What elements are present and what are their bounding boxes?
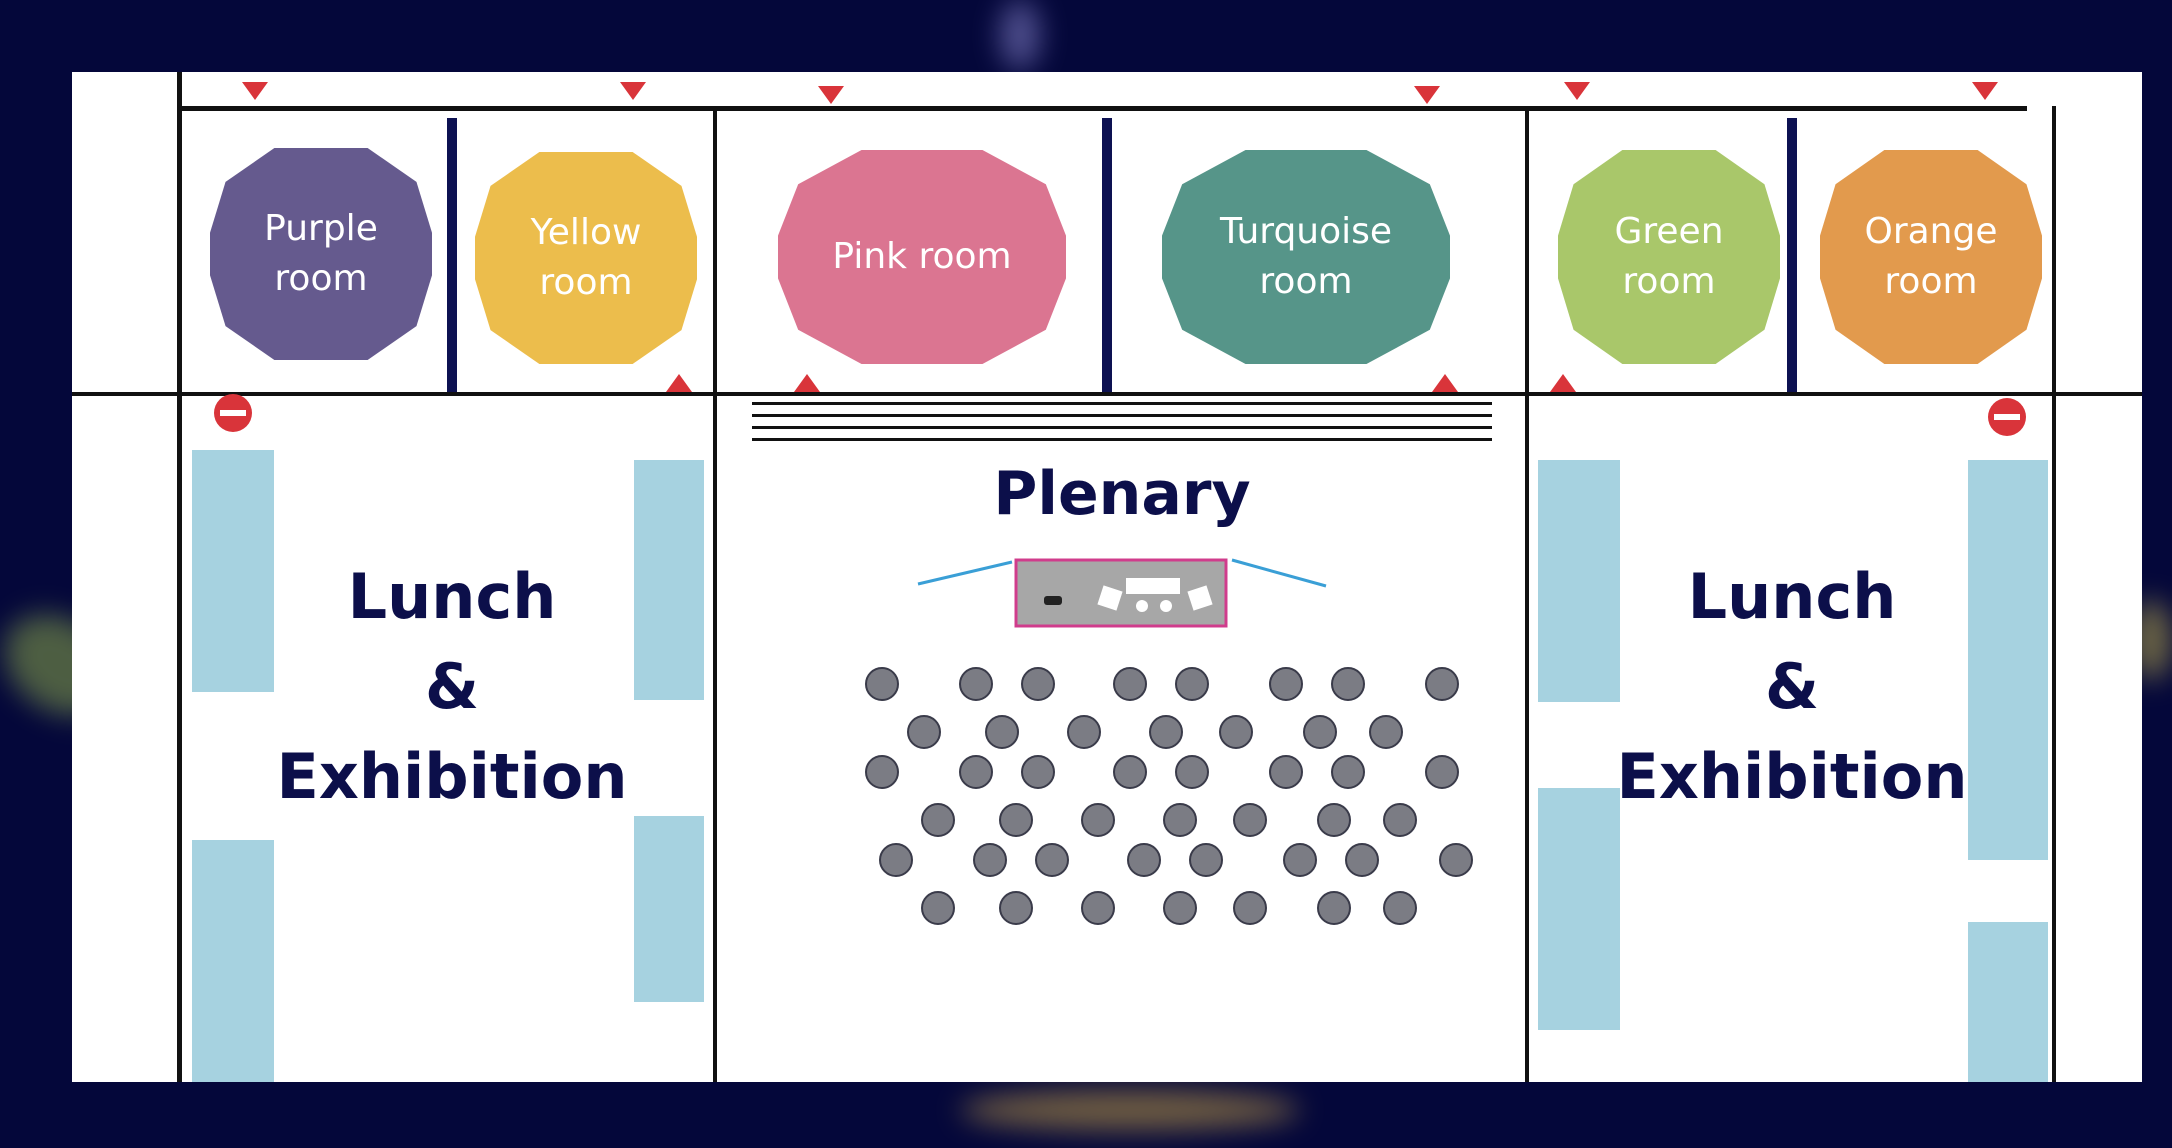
pink-room-label: Pink room — [832, 236, 1012, 277]
exit-arrow-icon — [666, 374, 692, 392]
plenary-seat — [985, 715, 1019, 749]
plenary-seat — [1163, 891, 1197, 925]
exhibition-table[interactable] — [192, 840, 274, 1082]
plenary-seat — [973, 843, 1007, 877]
plenary-seat — [921, 803, 955, 837]
stage-steps — [752, 426, 1492, 429]
exit-arrow-icon — [1432, 374, 1458, 392]
plenary-seat — [1081, 803, 1115, 837]
plenary-seat — [1113, 755, 1147, 789]
right-outer-wall — [2052, 106, 2056, 1082]
plenary-seat — [1035, 843, 1069, 877]
exit-arrow-icon — [1972, 82, 1998, 100]
exit-arrow-icon — [1564, 82, 1590, 100]
no-entry-icon — [214, 394, 252, 432]
exhibition-table[interactable] — [634, 816, 704, 1002]
plenary-seat — [1067, 715, 1101, 749]
plenary-seat — [865, 755, 899, 789]
stage-steps — [752, 402, 1492, 405]
green-room-label: Green room — [1614, 211, 1724, 302]
exit-arrow-icon — [818, 86, 844, 104]
top-corridor-wall — [177, 106, 2027, 111]
floor-plan: Purple room Yellow room Pink room Turquo… — [72, 72, 2142, 1082]
pink-room[interactable]: Pink room — [778, 150, 1066, 364]
yellow-room-label: Yellow room — [530, 212, 642, 303]
plenary-seat — [1269, 755, 1303, 789]
plenary-seat — [907, 715, 941, 749]
plenary-seat — [865, 667, 899, 701]
room-divider — [1787, 118, 1797, 392]
exhibition-table[interactable] — [1968, 460, 2048, 860]
plenary-seat — [1439, 843, 1473, 877]
plenary-seat — [1189, 843, 1223, 877]
plenary-seat — [1331, 667, 1365, 701]
plenary-seat — [1149, 715, 1183, 749]
plenary-seat — [999, 891, 1033, 925]
plenary-seat — [1127, 843, 1161, 877]
plenary-seat — [1345, 843, 1379, 877]
room-divider — [1102, 118, 1112, 392]
lunch-exhibition-right-title: Lunch & Exhibition — [1616, 560, 1968, 813]
background-streak — [960, 1090, 1300, 1130]
plenary-title: Plenary — [993, 459, 1251, 529]
stage-steps — [752, 438, 1492, 441]
plenary-seat — [1269, 667, 1303, 701]
plenary-seat — [1081, 891, 1115, 925]
exit-arrow-icon — [1414, 86, 1440, 104]
exhibition-table[interactable] — [1538, 788, 1620, 1030]
plenary-seat — [1175, 755, 1209, 789]
plenary-seat — [1425, 755, 1459, 789]
exit-arrow-icon — [620, 82, 646, 100]
rooms-bottom-wall — [72, 392, 2142, 396]
no-entry-icon — [1988, 398, 2026, 436]
plenary-seat — [1219, 715, 1253, 749]
orange-room[interactable]: Orange room — [1820, 150, 2042, 364]
room-divider — [447, 118, 457, 392]
plenary-seat — [1113, 667, 1147, 701]
plenary-seat — [1283, 843, 1317, 877]
lunch-exhibition-left-title: Lunch & Exhibition — [276, 560, 628, 813]
exhibition-table[interactable] — [192, 450, 274, 692]
plenary-seat — [1369, 715, 1403, 749]
plenary-seat — [1233, 803, 1267, 837]
plenary-seat — [1233, 891, 1267, 925]
purple-room[interactable]: Purple room — [210, 148, 432, 360]
plenary-seat — [1317, 891, 1351, 925]
plenary-seat — [1021, 755, 1055, 789]
plenary-seat — [959, 667, 993, 701]
yellow-room[interactable]: Yellow room — [475, 152, 697, 364]
background-streak — [1000, 0, 1040, 70]
plenary-seat — [959, 755, 993, 789]
plenary-seat — [1383, 803, 1417, 837]
orange-room-label: Orange room — [1864, 211, 1998, 302]
exhibition-table[interactable] — [1538, 460, 1620, 702]
plenary-seat — [1317, 803, 1351, 837]
plenary-seat — [921, 891, 955, 925]
plenary-seat — [1163, 803, 1197, 837]
turquoise-room-label: Turquoise room — [1219, 211, 1393, 302]
left-outer-wall — [177, 72, 182, 1082]
hall-divider-right — [1525, 106, 1529, 1082]
plenary-seat — [1303, 715, 1337, 749]
plenary-seat — [1021, 667, 1055, 701]
exit-arrow-icon — [242, 82, 268, 100]
hall-divider-left — [713, 106, 717, 1082]
exhibition-table[interactable] — [634, 460, 704, 700]
plenary-seat — [1331, 755, 1365, 789]
stage-steps — [752, 414, 1492, 417]
purple-room-label: Purple room — [264, 208, 378, 299]
plenary-seat — [999, 803, 1033, 837]
exhibition-table[interactable] — [1968, 922, 2048, 1082]
green-room[interactable]: Green room — [1558, 150, 1780, 364]
plenary-seat — [1175, 667, 1209, 701]
plenary-seat — [879, 843, 913, 877]
plenary-seat — [1425, 667, 1459, 701]
stage-icon — [917, 558, 1327, 628]
exit-arrow-icon — [1550, 374, 1576, 392]
plenary-seat — [1383, 891, 1417, 925]
exit-arrow-icon — [794, 374, 820, 392]
turquoise-room[interactable]: Turquoise room — [1162, 150, 1450, 364]
